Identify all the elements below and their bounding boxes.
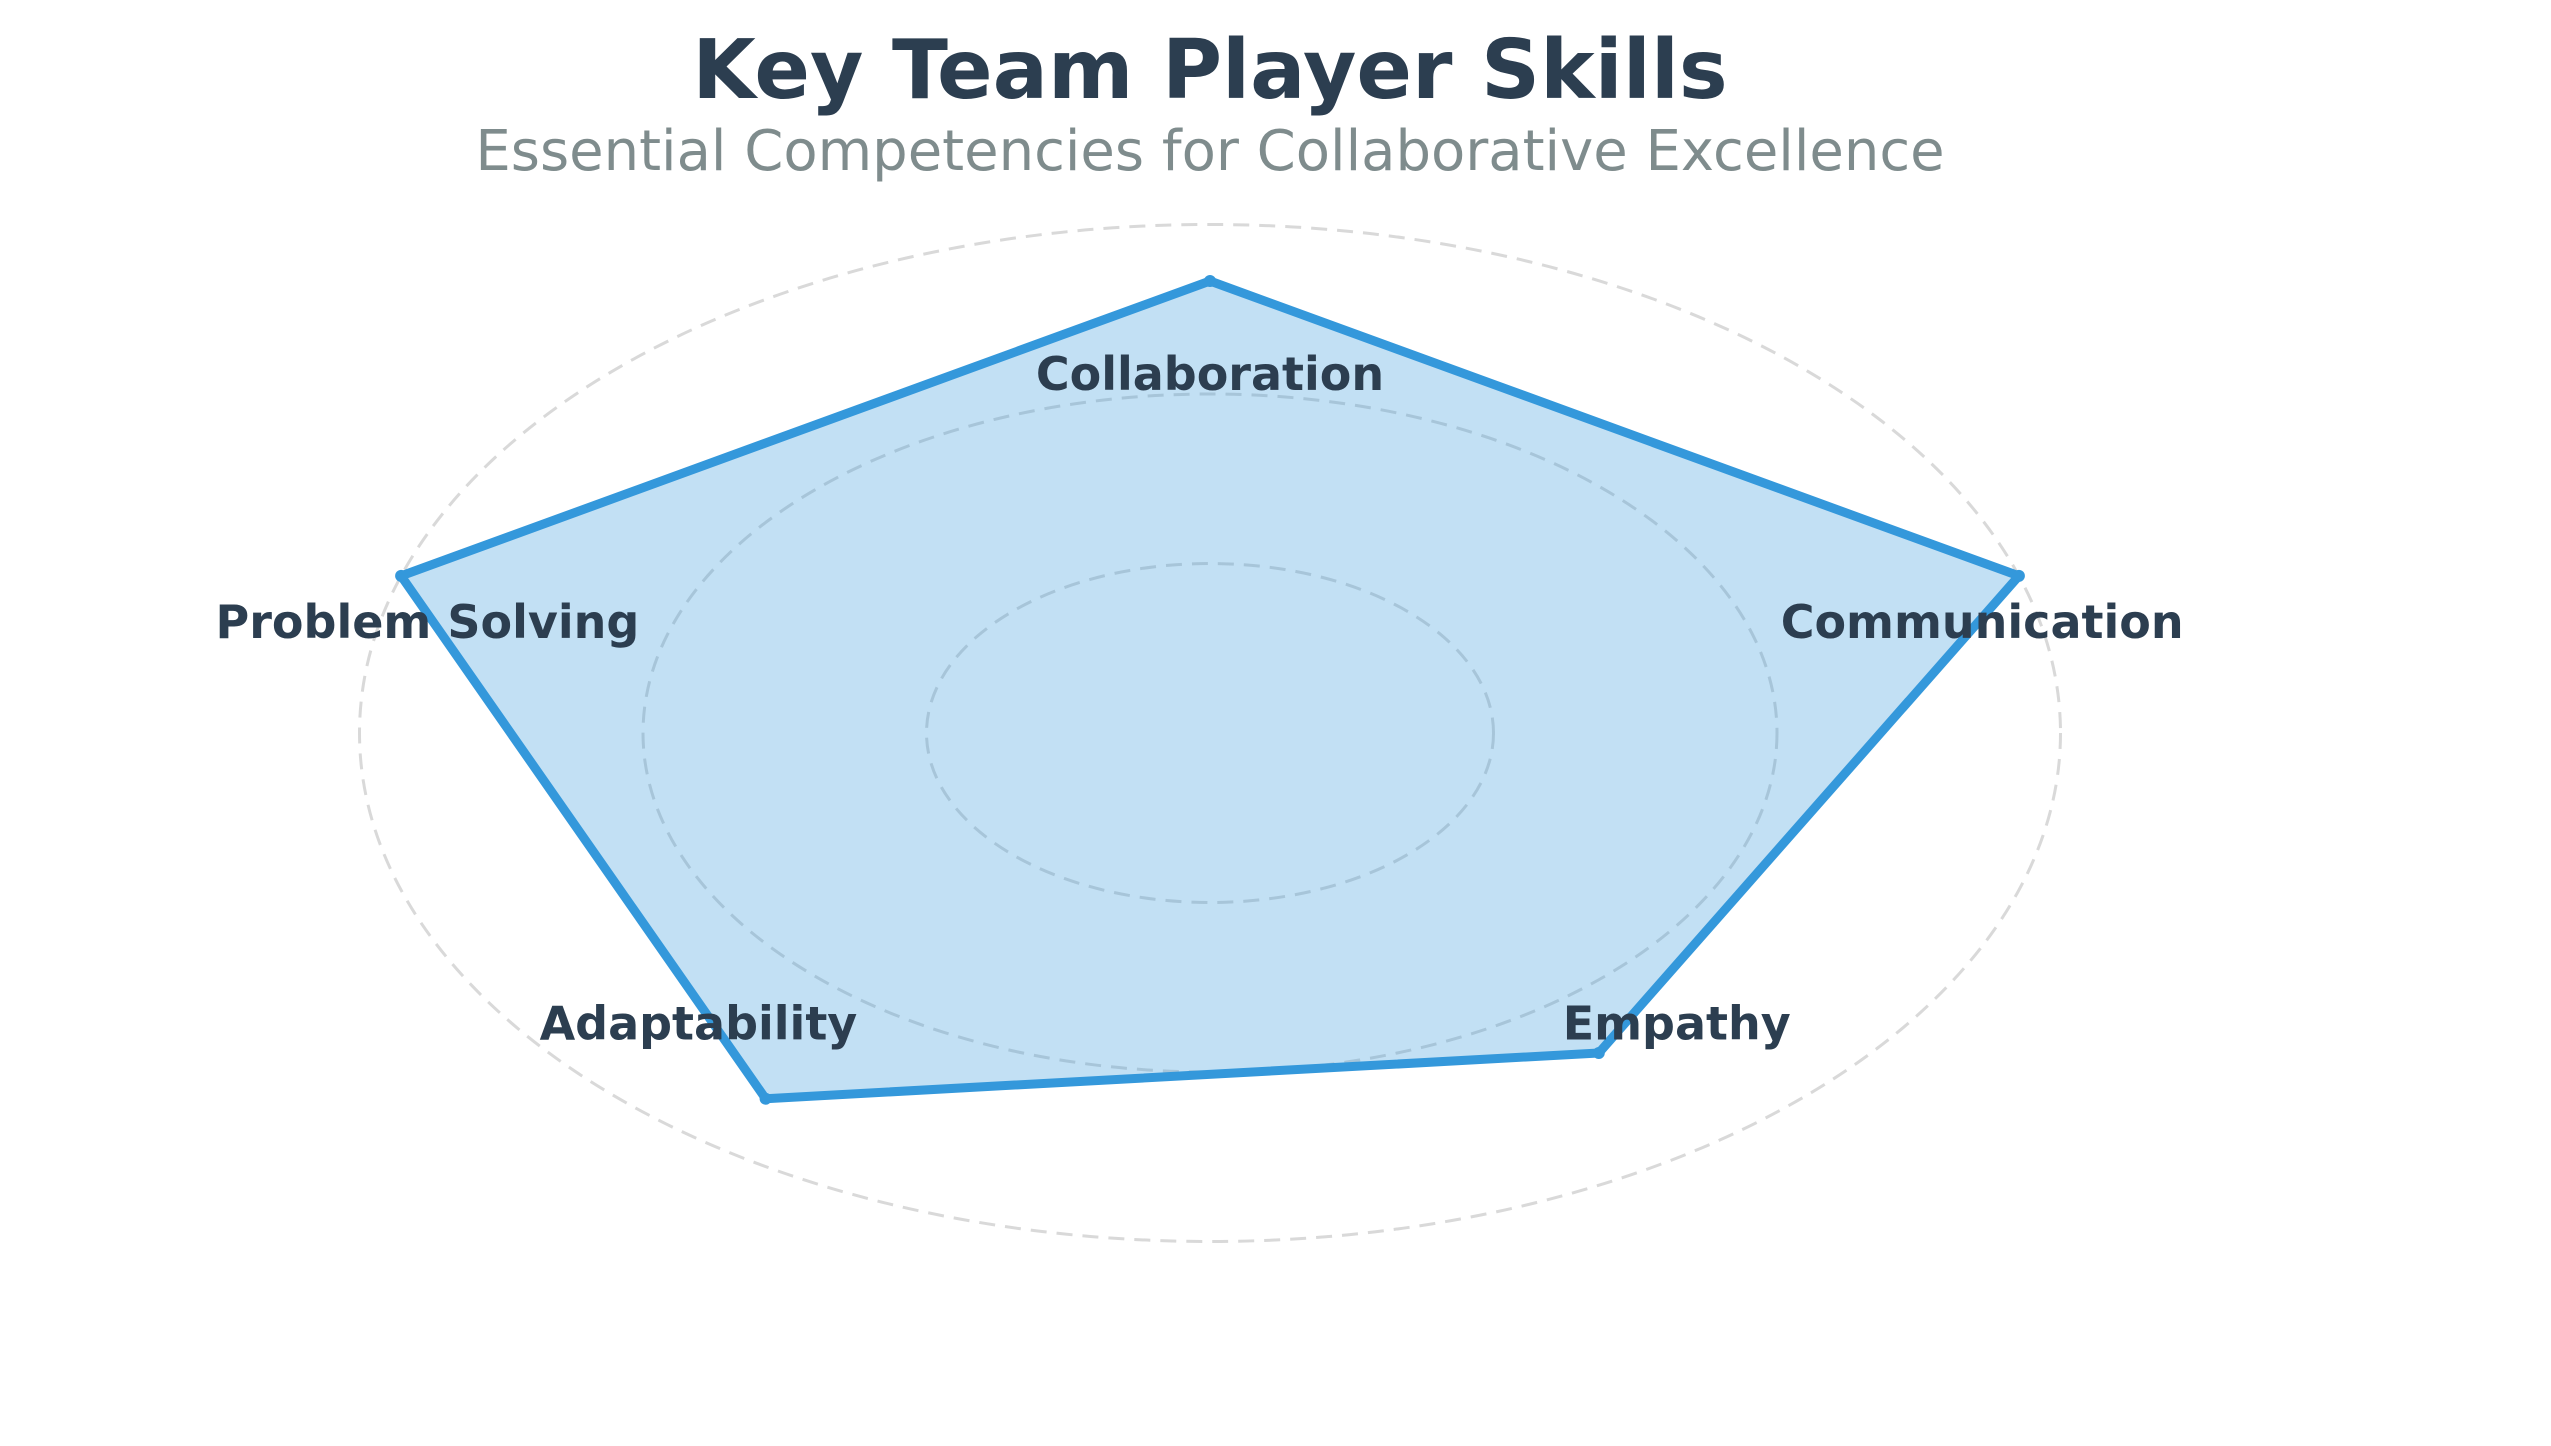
series-point-collaboration	[1204, 275, 1216, 287]
series-point-empathy	[1592, 1047, 1605, 1059]
axis-label-collaboration: Collaboration	[1036, 347, 1384, 401]
series-polygon-1	[396, 276, 2024, 1104]
radar-series	[395, 275, 2025, 1105]
radar-grid	[358, 223, 2062, 1243]
series-point-problem-solving	[395, 569, 408, 582]
chart-title: Key Team Player Skills	[692, 23, 1728, 118]
axis-label-problem-solving: Problem Solving	[216, 595, 640, 649]
grid-ring-1	[925, 562, 1495, 904]
grid-ring-3	[358, 223, 2062, 1243]
series-point-adaptability	[759, 1092, 772, 1105]
axis-label-adaptability: Adaptability	[540, 996, 858, 1050]
chart-subtitle: Essential Competencies for Collaborative…	[475, 119, 1944, 184]
series-point-communication	[2012, 569, 2025, 582]
axis-label-communication: Communication	[1781, 595, 2184, 649]
grid-ring-2	[641, 392, 1779, 1074]
axis-label-empathy: Empathy	[1563, 996, 1791, 1050]
